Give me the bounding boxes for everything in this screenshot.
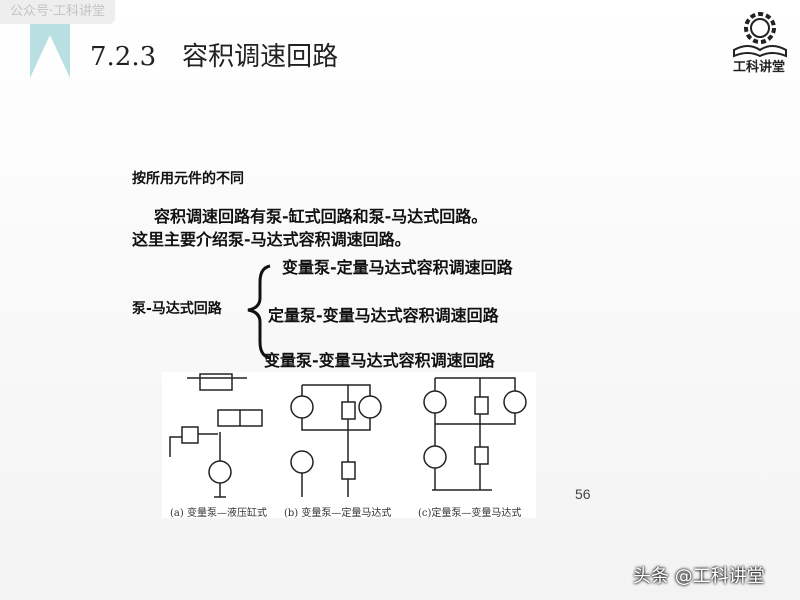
hydraulic-schematics bbox=[169, 373, 527, 498]
caption-a: (a) 变量泵—液压缸式 bbox=[170, 508, 267, 519]
gear-book-icon bbox=[733, 12, 787, 58]
title-text: 容积调速回路 bbox=[182, 42, 339, 72]
logo-text: 工科讲堂 bbox=[733, 60, 786, 75]
branch-label: 泵-马达式回路 bbox=[132, 301, 222, 317]
branch-1: 变量泵-定量马达式容积调速回路 bbox=[282, 258, 513, 277]
branch-2: 定量泵-变量马达式容积调速回路 bbox=[268, 306, 499, 325]
branch-3: 变量泵-变量马达式容积调速回路 bbox=[264, 351, 495, 370]
paragraph-1: 容积调速回路有泵-缸式回路和泵-马达式回路。 bbox=[154, 207, 488, 226]
footer-watermark: 头条 @工科讲堂 bbox=[633, 566, 765, 587]
title-number: 7.2.3 bbox=[90, 42, 157, 72]
slide-title: 7.2.3 容积调速回路 bbox=[90, 36, 338, 73]
caption-b: (b) 变量泵—定量马达式 bbox=[284, 508, 392, 519]
watermark: 公众号·工科讲堂 bbox=[0, 0, 115, 24]
circuit-figure: (a) 变量泵—液压缸式 (b) 变量泵—定量马达式 (c)定量泵—变量马达式 bbox=[162, 372, 536, 519]
brace bbox=[247, 264, 271, 360]
page-number: 56 bbox=[575, 486, 591, 502]
heading: 按所用元件的不同 bbox=[132, 171, 244, 187]
caption-c: (c)定量泵—变量马达式 bbox=[418, 508, 522, 519]
paragraph-2: 这里主要介绍泵-马达式容积调速回路。 bbox=[132, 230, 411, 249]
